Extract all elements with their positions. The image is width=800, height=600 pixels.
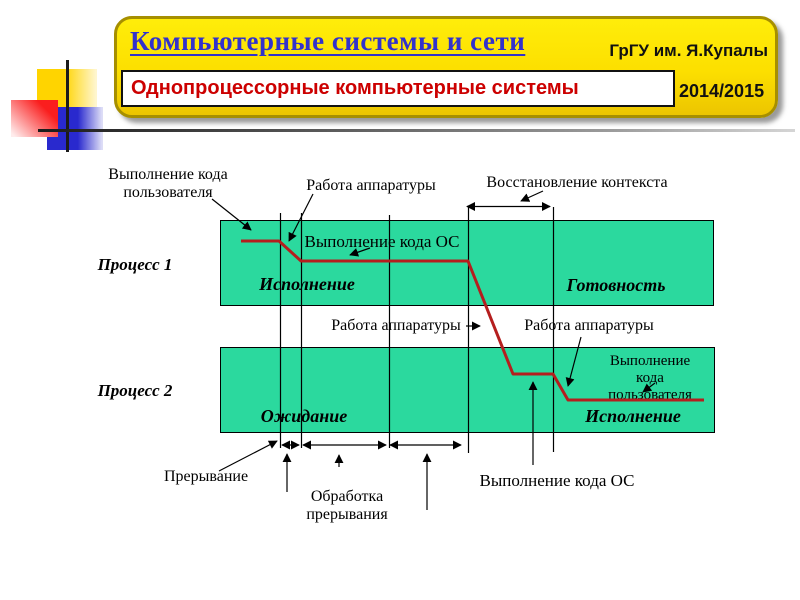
course-title: Компьютерные системы и сети [130,26,526,56]
label-interrupt: Прерывание [163,468,249,485]
label-user-code-top: Выполнение кода пользователя [108,166,228,201]
state-bar2-execution: Исполнение [585,406,681,426]
state-bar2-waiting: Ожидание [260,406,348,426]
lecture-title: Однопроцессорные компьютерные системы [131,77,579,99]
context-restore-pointer-arrow [520,190,544,202]
state-bar1-ready: Готовность [566,275,666,295]
label-os-code-bar1: Выполнение кода ОС [304,232,460,251]
state-bar1-execution: Исполнение [259,274,355,294]
academic-year: 2014/2015 [679,81,765,101]
label-user-code-bar2: Выполнение кода пользователя [608,353,692,403]
label-hardware-mid-left: Работа аппаратуры [331,317,461,334]
label-os-code-bottom: Выполнение кода ОС [479,471,635,490]
deco-vertical-line [66,60,69,152]
label-context-restore: Восстановление контекста [486,174,668,191]
label-hardware-mid-right: Работа аппаратуры [524,317,654,334]
process2-label: Процесс 2 [97,381,173,400]
university-label: ГрГУ им. Я.Купалы [609,41,768,60]
process1-label: Процесс 1 [97,255,173,274]
label-hardware-top: Работа аппаратуры [306,177,436,194]
label-interrupt-processing: Обработка прерывания [306,488,388,523]
interrupt-pointer-arrow [218,440,278,472]
deco-horizontal-rule [38,129,795,132]
lecture-title-box: Однопроцессорные компьютерные системы [121,70,675,107]
